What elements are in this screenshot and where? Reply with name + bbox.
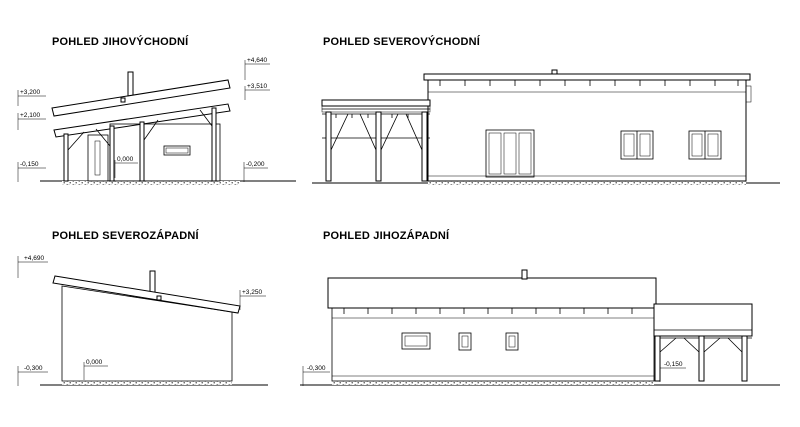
carport [653, 303, 753, 382]
window [505, 332, 519, 351]
level-label: -0,300 [24, 365, 43, 372]
level-label: -0,150 [20, 161, 39, 168]
view-title-northwest: POHLED SEVEROZÁPADNÍ [52, 230, 199, 242]
window [163, 145, 191, 156]
level-label: +3,200 [20, 89, 40, 96]
window [401, 332, 431, 350]
elevation-northeast [312, 69, 780, 185]
window [620, 130, 654, 160]
level-label: +2,100 [20, 112, 40, 119]
window [688, 130, 722, 160]
carport [321, 99, 431, 182]
foundation-gravel [428, 181, 746, 185]
level-marks: +4,690 +3,250 -0,300 0,000 [17, 255, 266, 386]
foundation-gravel [332, 381, 654, 385]
house-wall [427, 77, 747, 182]
entrance-door [87, 134, 109, 182]
chimney [127, 71, 134, 97]
level-label: +4,690 [24, 255, 44, 262]
roof [327, 277, 657, 309]
level-label: +4,640 [247, 57, 267, 64]
view-title-southeast: POHLED JIHOVÝCHODNÍ [52, 36, 189, 48]
chimney [551, 69, 558, 75]
house-wall [331, 307, 655, 382]
roof-studs [439, 80, 739, 86]
foundation-gravel [62, 181, 240, 185]
sliding-door [485, 129, 535, 178]
level-label: 0,000 [117, 156, 134, 163]
level-label: +3,250 [242, 289, 262, 296]
foundation-gravel [62, 381, 232, 385]
view-title-northeast: POHLED SEVEROVÝCHODNÍ [323, 36, 481, 48]
roof-upper [51, 79, 231, 117]
level-marks: +4,640 +3,510 +3,200 +2,100 -0,150 0,000… [17, 57, 270, 182]
elevation-southwest: -0,300 -0,150 [300, 269, 780, 386]
roof-lower [53, 103, 231, 138]
chimney [521, 269, 528, 280]
roof-studs [343, 308, 633, 314]
wall [109, 123, 221, 182]
level-label: +3,510 [247, 83, 267, 90]
level-label: -0,300 [307, 365, 326, 372]
roof-edge [423, 73, 751, 81]
view-title-southwest: POHLED JIHOZÁPADNÍ [323, 230, 450, 242]
elevation-southeast: +4,640 +3,510 +3,200 +2,100 -0,150 0,000… [17, 57, 296, 185]
level-marks: -0,300 -0,150 [302, 361, 686, 386]
level-label: 0,000 [86, 359, 103, 366]
level-label: -0,200 [246, 161, 265, 168]
roof [52, 275, 241, 314]
level-label: -0,150 [664, 361, 683, 368]
elevation-northwest: +4,690 +3,250 -0,300 0,000 [17, 255, 268, 386]
window [458, 332, 472, 351]
